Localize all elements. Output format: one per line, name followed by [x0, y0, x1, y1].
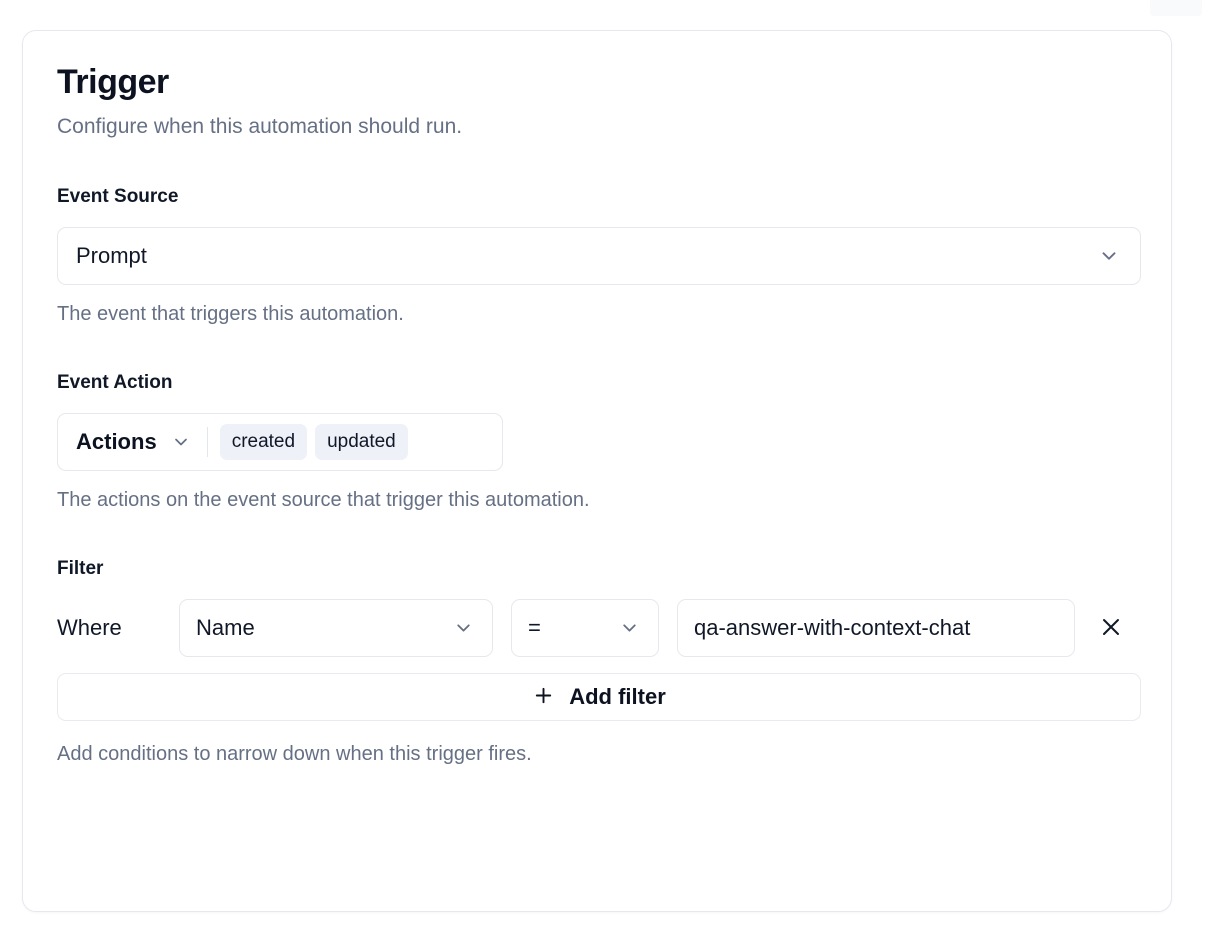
filter-label: Filter	[57, 558, 104, 579]
filter-group: Filter Where Name =	[57, 557, 1141, 767]
chevron-down-icon	[453, 618, 474, 639]
event-source-group: Event Source Prompt The event that trigg…	[57, 185, 1141, 327]
event-action-dropdown-label: Actions	[76, 429, 157, 454]
remove-filter-button[interactable]	[1091, 608, 1131, 648]
where-label: Where	[57, 615, 122, 640]
event-action-group: Event Action Actions created updated The…	[57, 371, 1137, 513]
action-badge-created[interactable]: created	[219, 424, 308, 460]
plus-icon	[532, 684, 555, 710]
chevron-down-icon	[619, 618, 640, 639]
event-source-value: Prompt	[76, 243, 147, 268]
event-source-select[interactable]: Prompt	[57, 227, 1141, 285]
filter-operator-value: =	[528, 615, 541, 640]
selected-actions-list: created updated	[219, 424, 408, 460]
add-filter-label: Add filter	[569, 684, 666, 709]
filter-field-value: Name	[196, 615, 255, 640]
combobox-divider	[206, 427, 208, 457]
event-source-label: Event Source	[57, 186, 179, 207]
filter-value-input[interactable]	[677, 599, 1075, 657]
event-action-dropdown[interactable]: Actions	[76, 429, 205, 455]
event-action-combobox: Actions created updated	[57, 413, 503, 471]
event-action-help: The actions on the event source that tri…	[57, 489, 590, 511]
add-filter-button[interactable]: Add filter	[57, 673, 1141, 721]
close-icon	[1099, 615, 1123, 642]
event-source-help: The event that triggers this automation.	[57, 303, 404, 325]
filter-field-select[interactable]: Name	[179, 599, 493, 657]
event-action-label: Event Action	[57, 372, 173, 393]
filter-row: Where Name =	[57, 599, 1137, 657]
page-subtitle: Configure when this automation should ru…	[57, 115, 463, 138]
action-badge-updated[interactable]: updated	[315, 424, 408, 460]
chevron-down-icon	[171, 432, 191, 452]
page-title: Trigger	[57, 63, 169, 101]
filter-operator-select[interactable]: =	[511, 599, 659, 657]
trigger-card: Trigger Configure when this automation s…	[22, 30, 1172, 912]
top-edge-artifact	[1150, 0, 1202, 16]
filter-help: Add conditions to narrow down when this …	[57, 743, 532, 765]
chevron-down-icon	[1098, 245, 1120, 267]
